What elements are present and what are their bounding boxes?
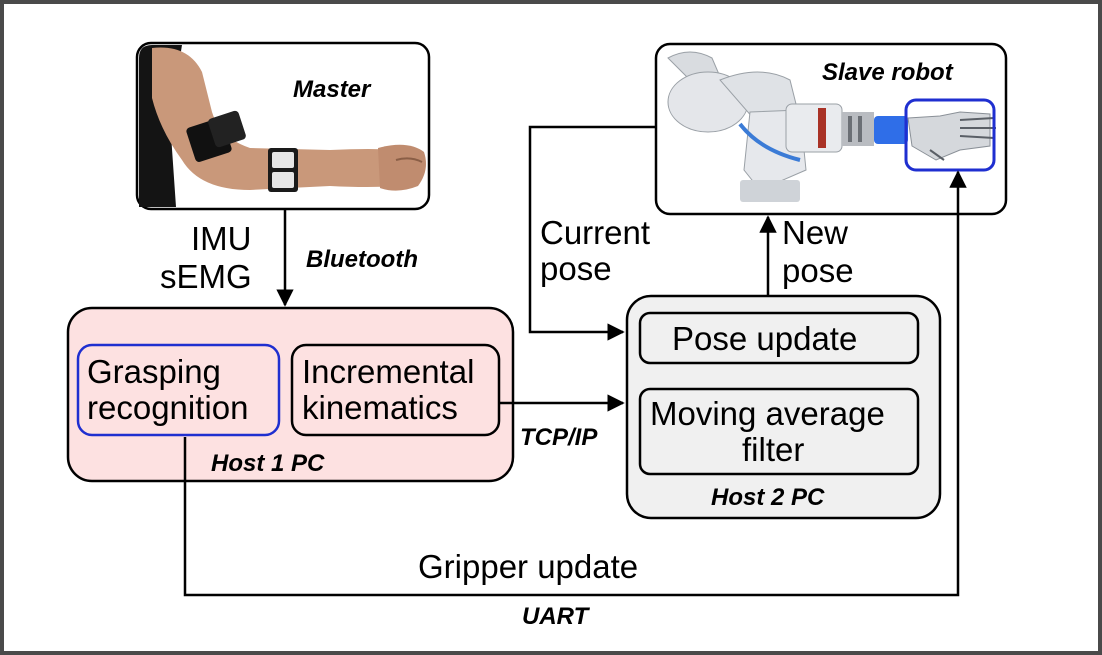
- gripper-update-arrow: [183, 170, 967, 597]
- host1-title: Host 1 PC: [211, 450, 325, 477]
- kinematics-line1: Incremental: [302, 353, 474, 390]
- human-arm-photo: [152, 47, 426, 192]
- gripper-highlight: [904, 98, 996, 172]
- host1-box: Grasping recognition Incremental kinemat…: [66, 306, 515, 483]
- host2-title: Host 2 PC: [711, 484, 825, 511]
- kinematics-line2: kinematics: [302, 389, 458, 426]
- current-pose-arrow: [528, 125, 656, 341]
- bluetooth-label: Bluetooth: [306, 246, 418, 273]
- host2-box: Pose update Moving average filter Host 2…: [625, 294, 942, 520]
- grasping-line1: Grasping: [87, 353, 221, 390]
- semg-label: sEMG: [160, 258, 252, 295]
- gripper-update-label: Gripper update: [418, 548, 638, 585]
- new-pose-line1: New: [782, 214, 848, 251]
- master-box: Master: [135, 41, 431, 211]
- filter-line2: filter: [742, 431, 804, 468]
- current-pose-line1: Current: [540, 214, 650, 251]
- filter-line1: Moving average: [650, 395, 885, 432]
- tcp-ip-label: TCP/IP: [520, 424, 598, 451]
- slave-title: Slave robot: [822, 59, 954, 86]
- incremental-kinematics-block: [290, 343, 501, 437]
- moving-average-filter-block: [638, 387, 920, 476]
- pose-update-label: Pose update: [672, 320, 857, 357]
- uart-label: UART: [522, 603, 591, 630]
- new-pose-line2: pose: [782, 252, 854, 289]
- pose-update-block: [638, 311, 920, 365]
- master-title: Master: [293, 76, 372, 103]
- slave-box: Slave robot: [654, 42, 1008, 216]
- current-pose-line2: pose: [540, 250, 612, 287]
- grasping-recognition-block: [76, 343, 281, 437]
- robot-arm-photo: [667, 51, 996, 202]
- imu-label: IMU: [191, 220, 252, 257]
- grasping-line2: recognition: [87, 389, 248, 426]
